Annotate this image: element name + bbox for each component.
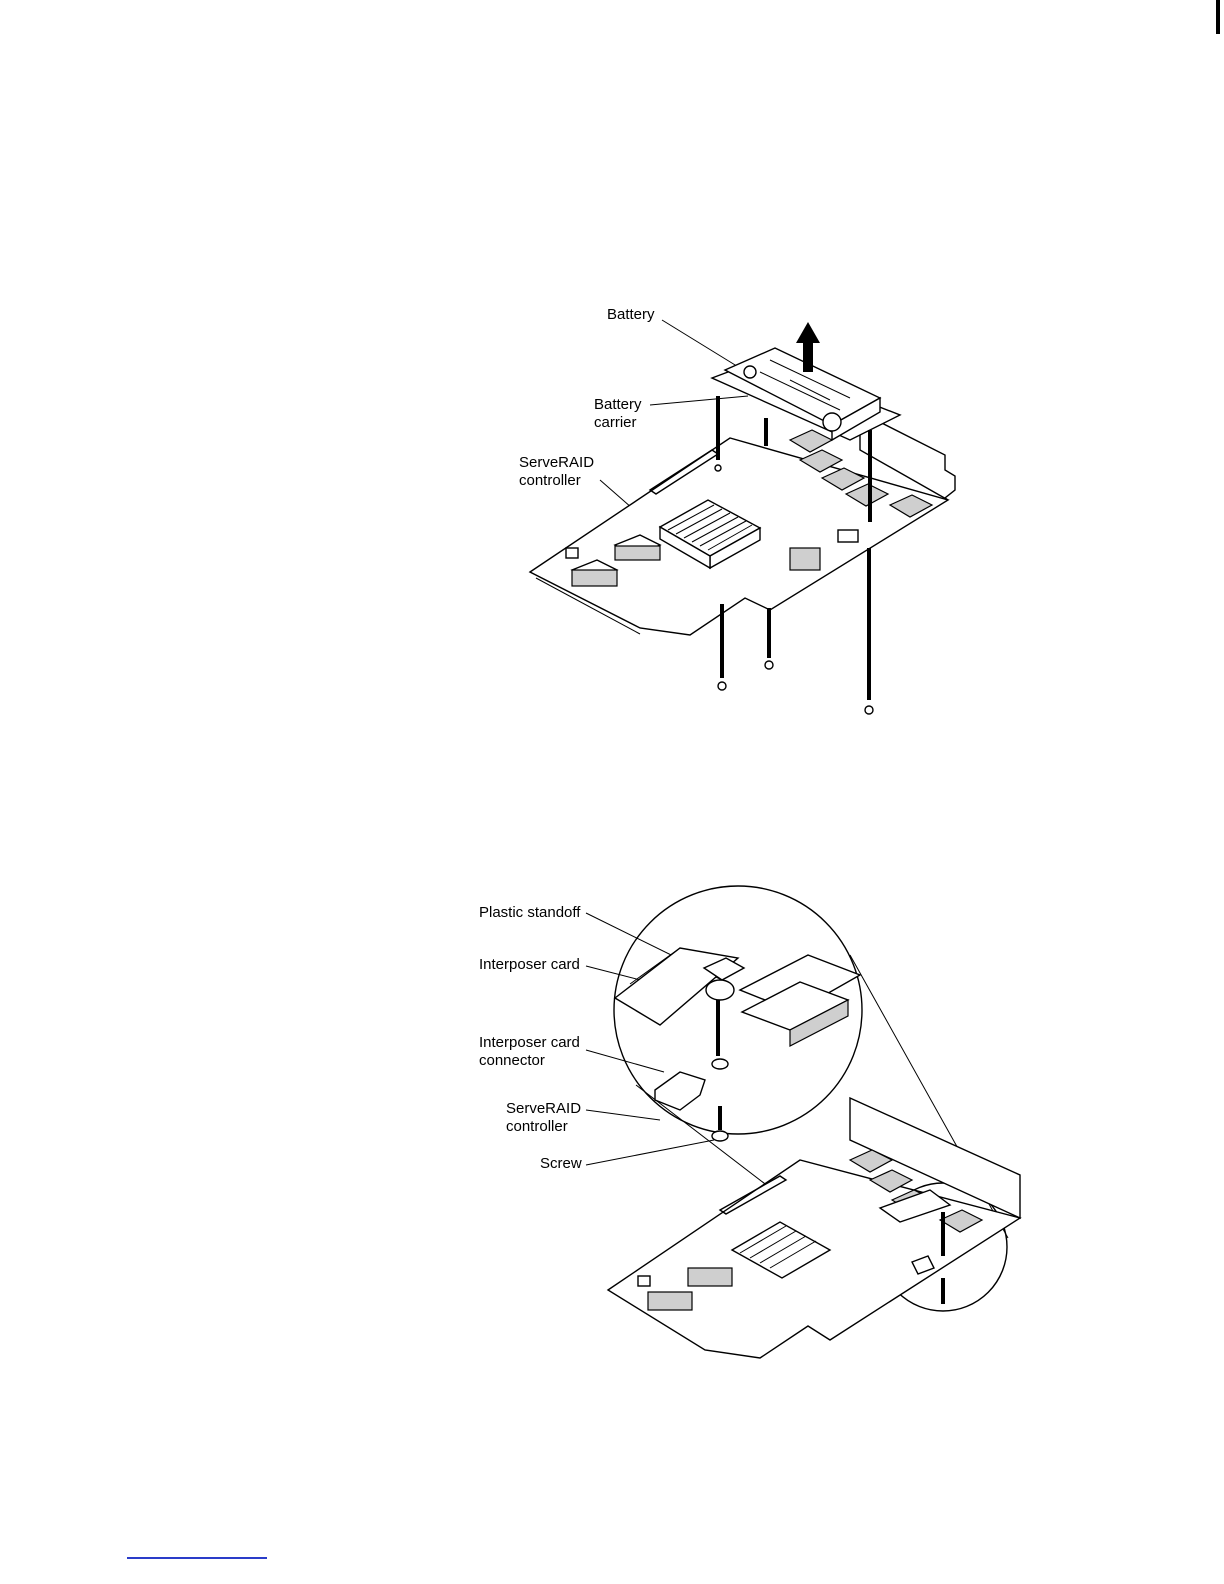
leader-connector xyxy=(586,1050,664,1072)
callout-plastic-standoff: Plastic standoff xyxy=(479,904,580,922)
mini-screw xyxy=(941,1278,945,1304)
leader-controller2 xyxy=(586,1110,660,1120)
callout-screw: Screw xyxy=(540,1155,582,1173)
callout-connector-line1: Interposer card xyxy=(479,1034,580,1052)
callout-serveraid-controller-2: ServeRAID controller xyxy=(506,1100,581,1136)
callout-interposer-card-connector: Interposer card connector xyxy=(479,1034,580,1070)
mini-screw-shaft xyxy=(941,1212,945,1256)
callout-controller2-line2: controller xyxy=(506,1118,581,1136)
plastic-standoff xyxy=(706,980,734,1000)
zoom-screw-shaft xyxy=(716,1000,720,1056)
callout-controller2-line1: ServeRAID xyxy=(506,1100,581,1118)
callout-interposer-card: Interposer card xyxy=(479,956,580,974)
screw-zoom xyxy=(718,1106,722,1130)
footer-link-underline[interactable] xyxy=(127,1557,267,1559)
interposer-connector-zoom xyxy=(655,1072,705,1110)
callout-connector-line2: connector xyxy=(479,1052,580,1070)
leader-screw xyxy=(586,1140,714,1165)
